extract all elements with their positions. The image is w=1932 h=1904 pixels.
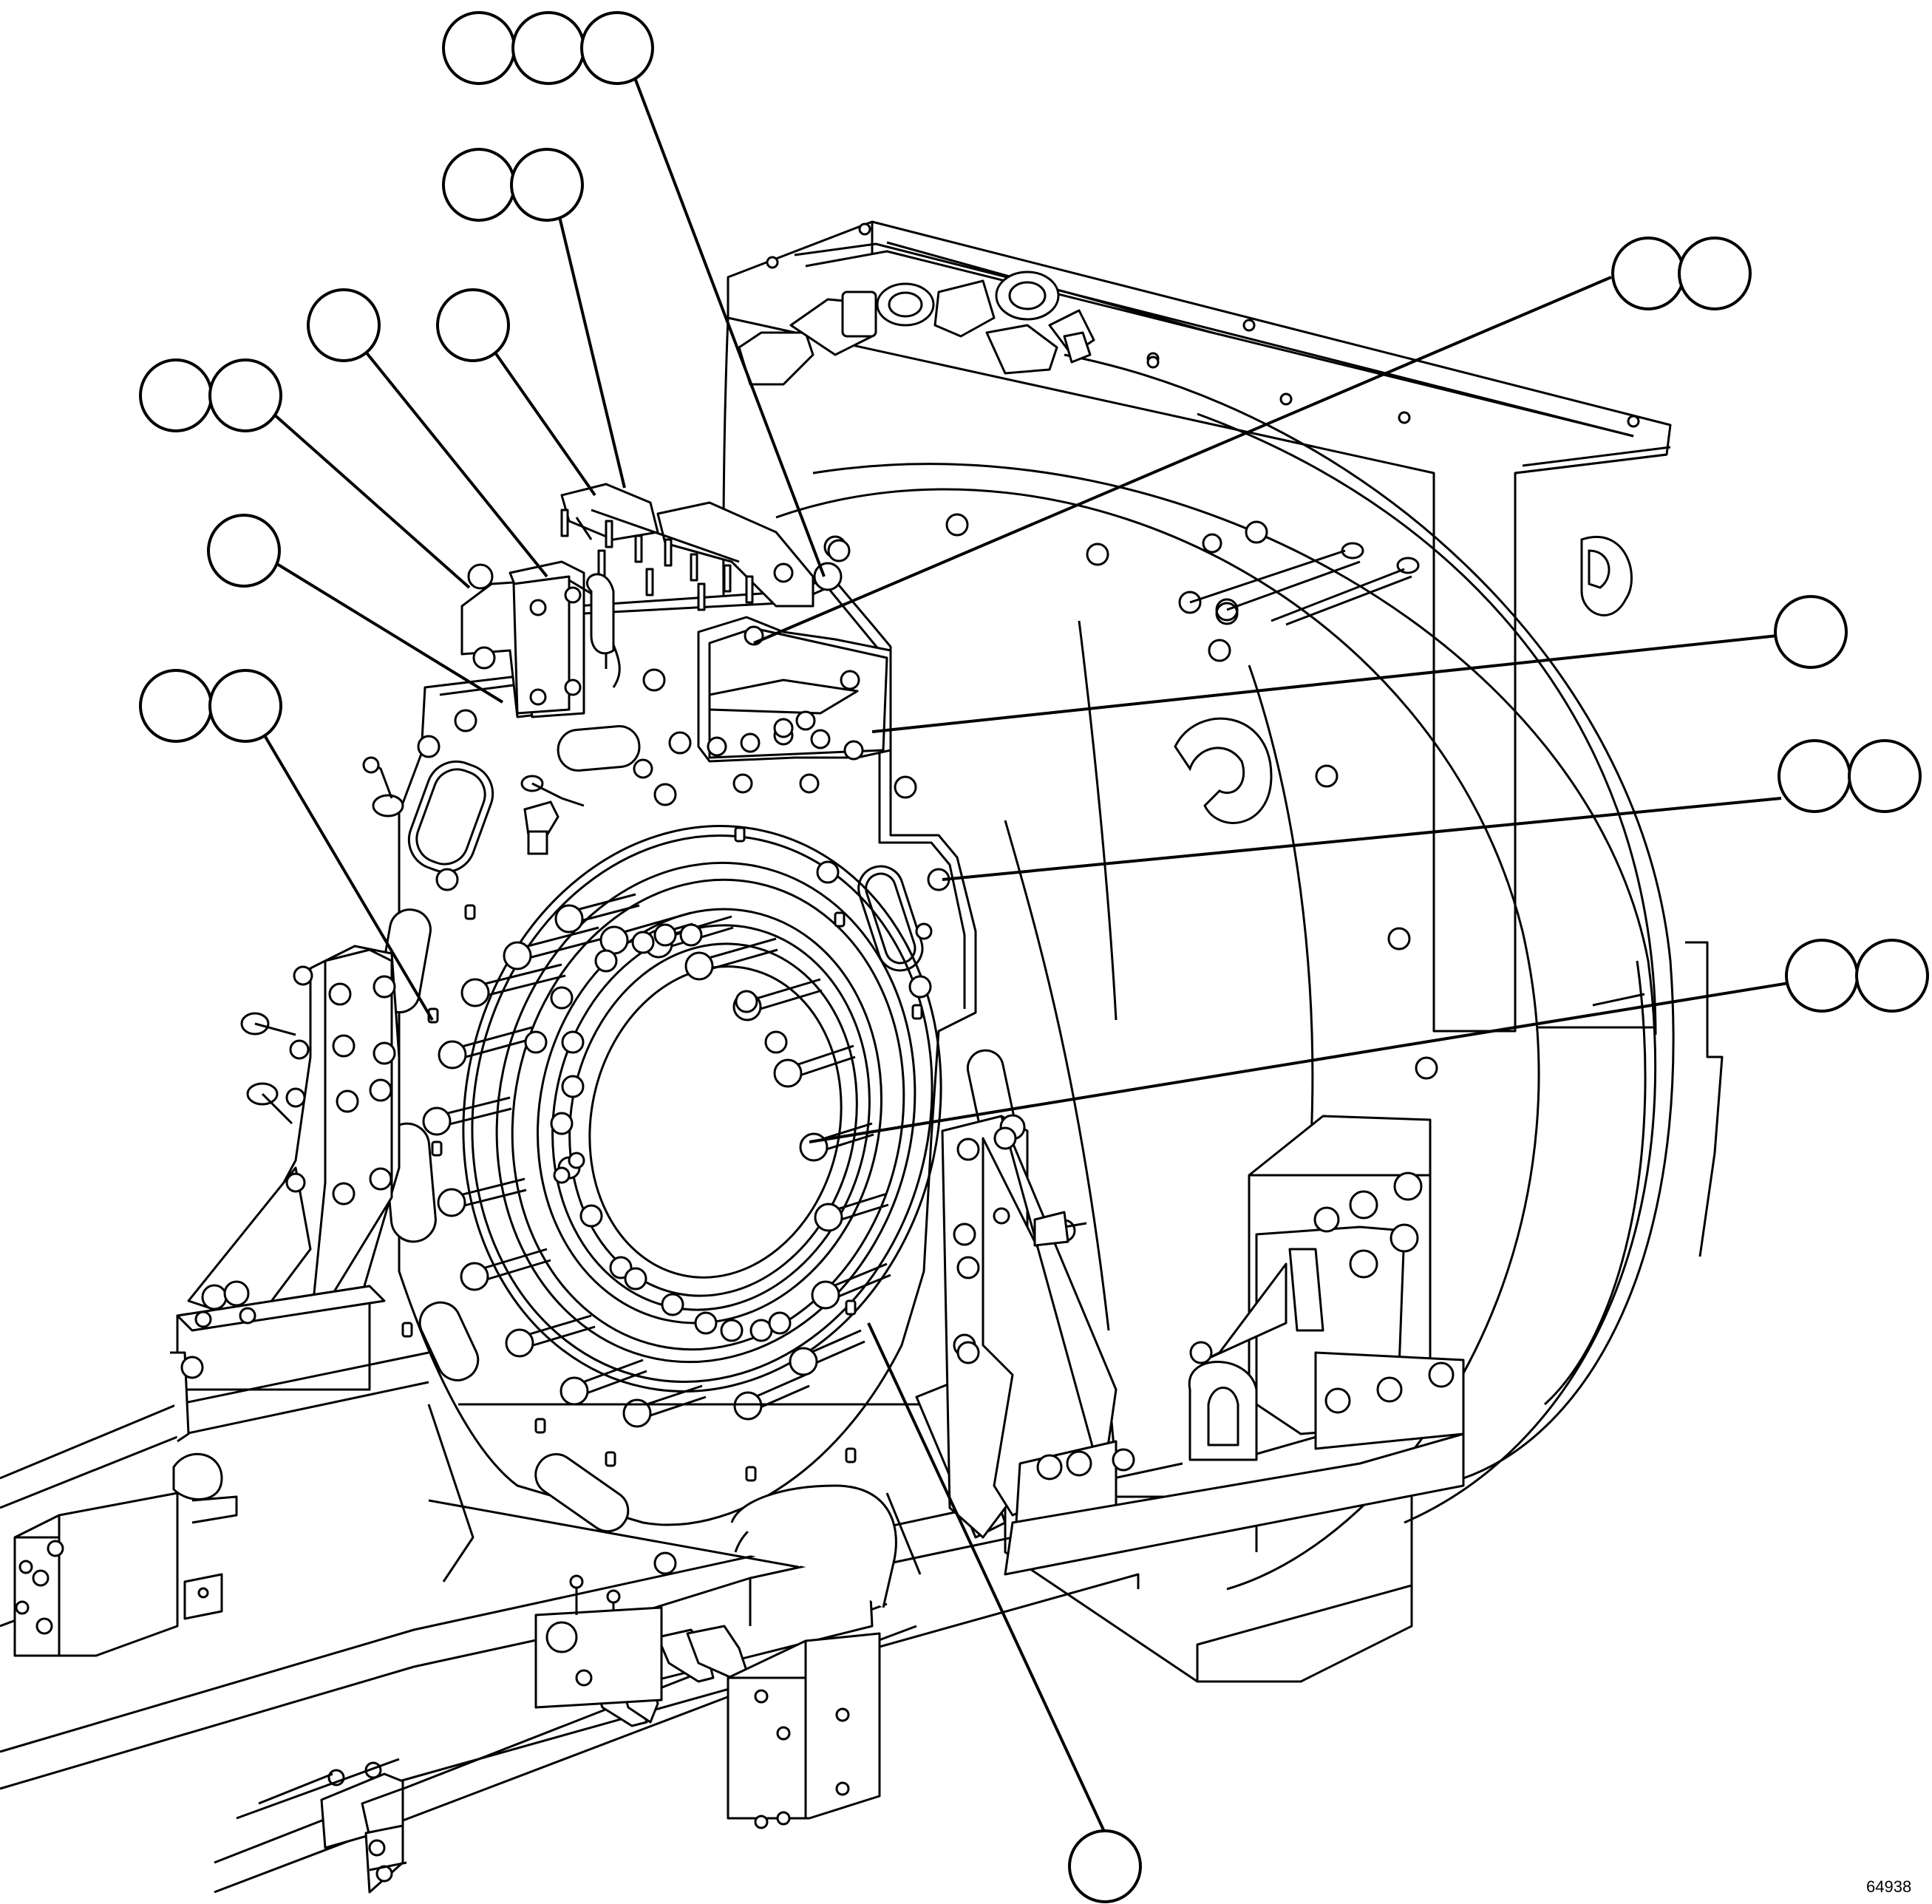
lifting-lug-side bbox=[1174, 717, 1273, 824]
callout-upper-1 bbox=[442, 148, 516, 222]
callout-right-1 bbox=[1611, 237, 1685, 310]
frame-bolts bbox=[766, 222, 1640, 1080]
callout-upper-2 bbox=[510, 148, 584, 222]
hub-bolts bbox=[524, 923, 792, 1342]
callout-right-3 bbox=[1774, 595, 1848, 669]
rear-frame-housing bbox=[722, 220, 1724, 1683]
callout-right-6 bbox=[1785, 939, 1859, 1013]
callout-right-2 bbox=[1678, 237, 1752, 310]
callout-left-4 bbox=[139, 669, 213, 743]
leader-lines bbox=[261, 69, 1789, 1834]
upper-center-bracket bbox=[560, 483, 851, 611]
callout-left-1 bbox=[139, 358, 213, 432]
upper-right-bracket bbox=[697, 616, 892, 763]
figure-reference-number: 64938 bbox=[1866, 1877, 1912, 1896]
callout-top-2 bbox=[511, 11, 585, 85]
lower-left-junction-box bbox=[13, 1351, 238, 1657]
callout-right-4 bbox=[1778, 739, 1851, 813]
callout-right-7 bbox=[1855, 939, 1929, 1013]
long-studs bbox=[422, 893, 891, 1428]
lifting-lug-rear bbox=[1580, 536, 1633, 616]
rail-clamps bbox=[236, 1758, 407, 1894]
callout-right-5 bbox=[1848, 739, 1922, 813]
callout-left-2 bbox=[208, 358, 282, 432]
callout-mid-1 bbox=[307, 288, 381, 362]
lower-terminal-box bbox=[727, 1632, 881, 1829]
callout-bubbles bbox=[139, 11, 1929, 1903]
callout-mid-2 bbox=[436, 288, 510, 362]
left-support-frame bbox=[176, 945, 401, 1391]
top-bearing-housing bbox=[586, 573, 615, 655]
right-mount-block bbox=[1188, 1115, 1465, 1461]
callout-left-3 bbox=[207, 514, 281, 588]
top-fittings bbox=[738, 271, 1095, 386]
tie-rods bbox=[1178, 542, 1420, 626]
upper-left-bracket bbox=[460, 560, 621, 718]
callout-left-5 bbox=[208, 669, 282, 743]
callout-bottom-1 bbox=[1068, 1829, 1142, 1903]
callout-top-1 bbox=[442, 11, 516, 85]
callout-top-3 bbox=[580, 11, 654, 85]
drum-right-bracket bbox=[941, 1114, 1465, 1576]
hose-clamps-left bbox=[240, 756, 585, 1125]
